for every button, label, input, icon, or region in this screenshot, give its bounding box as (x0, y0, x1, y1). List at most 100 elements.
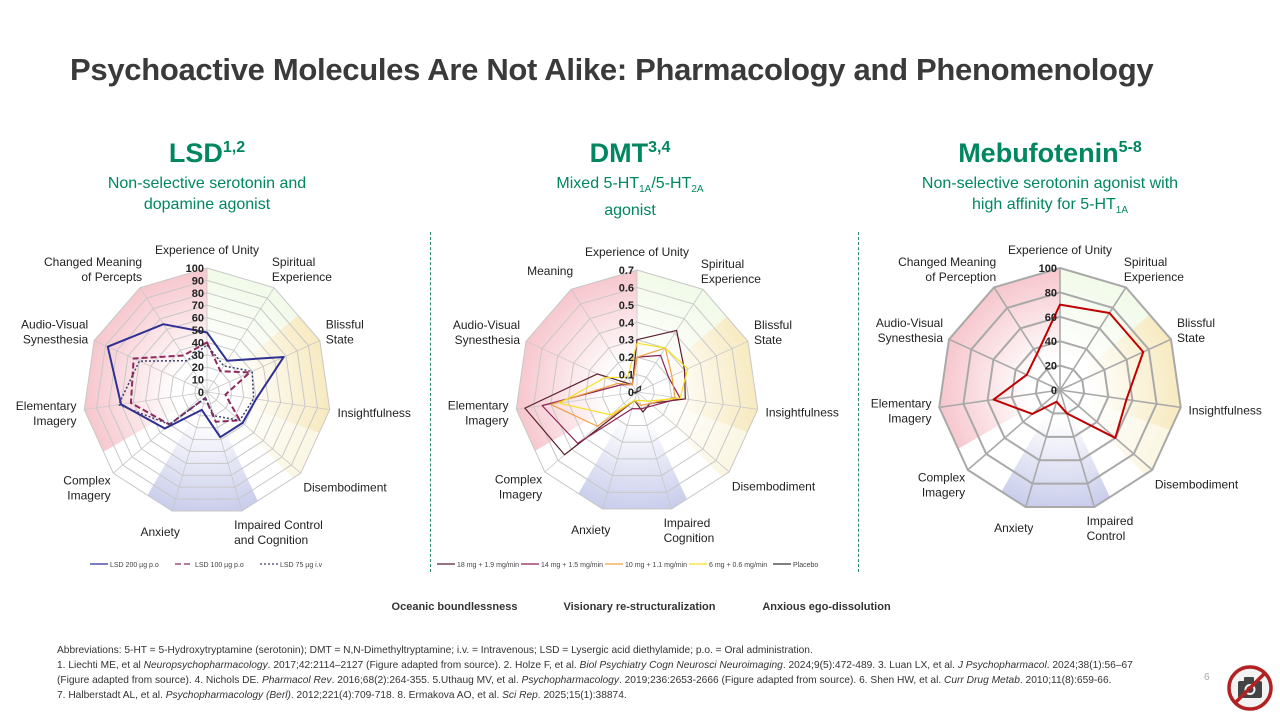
page-number: 6 (1204, 672, 1210, 683)
abbreviations: Abbreviations: 5-HT = 5-Hydroxytryptamin… (57, 645, 813, 656)
axis-label: Insightfulness (338, 406, 411, 420)
grid-ring (938, 266, 1182, 509)
axis-spoke (967, 389, 1061, 471)
axis-spoke (1059, 389, 1181, 409)
axis-spoke (171, 391, 208, 512)
series-line-3 (558, 342, 689, 416)
axis-spoke (636, 340, 749, 393)
axis-spoke (1059, 338, 1172, 391)
mebufotenin-refs: 5-8 (1118, 139, 1142, 156)
legend-label: LSD 75 µg i.v (280, 562, 323, 569)
no-photography-icon (1227, 665, 1273, 711)
tick-label: 80 (1045, 287, 1057, 299)
axis-spoke (636, 289, 704, 393)
tick-label: 40 (192, 337, 204, 349)
axis-spoke (206, 391, 301, 474)
grid-ring (169, 354, 245, 429)
lsd-title: LSD (168, 138, 223, 168)
axis-spoke (1059, 389, 1153, 471)
tick-label: 40 (1045, 336, 1057, 348)
pill-oceanic-boundlessness: Oceanic boundlessness (391, 600, 518, 613)
legend-label: LSD 200 µg p.o (110, 562, 159, 569)
axis-label: Anxiety (571, 523, 610, 537)
axis-spoke (1024, 389, 1061, 508)
dmt-sub-1: 1A (639, 184, 652, 196)
pill-visionary-restructuralization: Visionary re-structuralization (563, 600, 716, 613)
grid-ring (515, 269, 759, 510)
grid-ring (83, 267, 331, 512)
axis-spoke (544, 391, 638, 473)
grid-ring (108, 292, 306, 488)
axis-spoke (570, 289, 638, 393)
meb-subtitle-2: high affinity for 5-HT (972, 196, 1116, 213)
axis-spoke (139, 287, 208, 393)
tick-label: 60 (192, 313, 204, 325)
legend-label: Placebo (793, 562, 818, 569)
tick-label: 80 (192, 288, 204, 300)
axis-spoke (993, 286, 1061, 391)
grid-ring (962, 291, 1158, 485)
tick-label: 0.5 (619, 300, 634, 312)
axis-spoke (1059, 389, 1096, 508)
grid-ring (181, 366, 233, 417)
legend-label: 10 mg + 1.1 mg/min (625, 562, 687, 569)
axis-label: Insightfulness (766, 405, 839, 419)
axis-spoke (94, 340, 208, 393)
dmt-refs: 3,4 (648, 139, 671, 156)
axis-spoke (948, 338, 1061, 391)
series-line-1 (541, 354, 681, 444)
series-line-1 (129, 341, 251, 426)
pill-anxious-ego-dissolution: Anxious ego-dissolution (762, 600, 891, 613)
tick-label: 0.3 (619, 335, 634, 347)
grid-ring (532, 286, 742, 493)
axis-spoke (206, 340, 320, 393)
tick-label: 100 (186, 263, 204, 275)
axis-spoke (84, 391, 208, 411)
series-line-0 (524, 329, 686, 456)
lsd-subtitle-2: dopamine agonist (143, 196, 271, 213)
grid-ring (1034, 364, 1086, 415)
grid-ring (584, 339, 690, 443)
dmt-subtitle-b: /5-HT (651, 175, 692, 192)
tick-label: 70 (192, 300, 204, 312)
grid-ring (145, 329, 269, 452)
axis-label: Disembodiment (732, 479, 816, 493)
axis-spoke (1059, 286, 1127, 391)
series-line-0 (106, 323, 285, 439)
legend-label: 6 mg + 0.6 mg/min (709, 562, 767, 569)
axis-label: Anxiety (994, 521, 1033, 535)
divider-2 (858, 232, 859, 572)
axis-spoke (516, 391, 638, 410)
series-line-0 (992, 303, 1145, 439)
grid-ring (567, 321, 707, 460)
tick-label: 0 (1051, 385, 1057, 397)
tick-label: 0 (628, 387, 634, 399)
legend-label: LSD 100 µg p.o (195, 562, 244, 569)
divider-1 (430, 232, 431, 572)
mebufotenin-title: Mebufotenin (958, 138, 1119, 168)
legend-label: 18 mg + 1.9 mg/min (457, 562, 519, 569)
mebufotenin-header: Mebufotenin5-8 Non-selective serotonin a… (840, 132, 1260, 221)
axis-label: Meaning (527, 264, 573, 278)
axis-spoke (636, 391, 758, 410)
tick-label: 100 (1039, 263, 1057, 275)
references-line-2: (Figure adapted from source). 4. Nichols… (57, 675, 1112, 686)
tick-label: 0.1 (619, 370, 634, 382)
grid-ring (96, 279, 318, 500)
grid-ring (550, 304, 724, 477)
